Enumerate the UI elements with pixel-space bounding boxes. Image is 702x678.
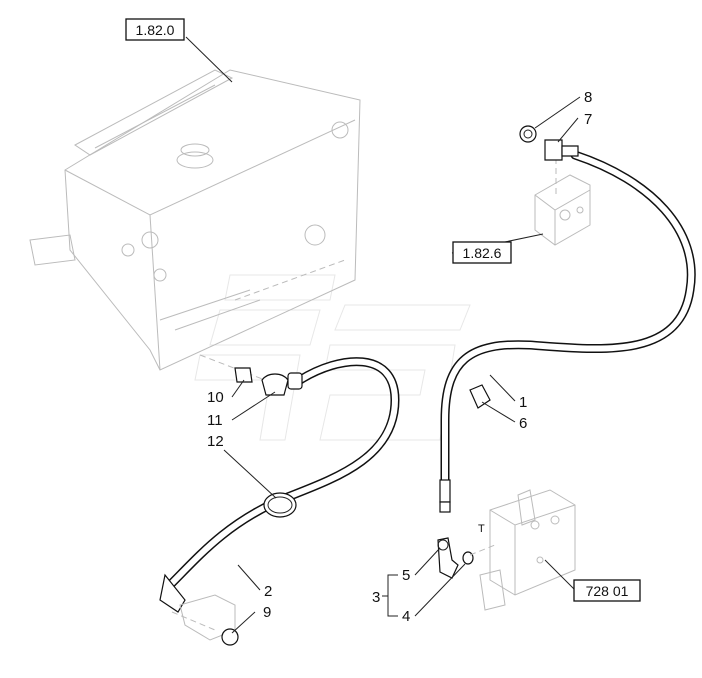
callout-2: 2 xyxy=(264,583,272,600)
leader-lines xyxy=(185,36,581,634)
reference-label: 1.82.6 xyxy=(463,245,502,261)
clamp-6 xyxy=(469,384,491,409)
fitting-5-elbow xyxy=(437,537,459,579)
callout-labels: 1 2 3 4 5 6 7 8 9 10 11 12 T xyxy=(207,89,592,625)
hydraulic-tank xyxy=(29,69,361,381)
callout-12: 12 xyxy=(207,433,224,450)
callout-4: 4 xyxy=(402,608,410,625)
fitting-8-cap xyxy=(519,125,537,143)
port-marker-t: T xyxy=(478,523,485,535)
callout-1: 1 xyxy=(519,394,527,411)
callout-7: 7 xyxy=(584,111,592,128)
hose-1 xyxy=(439,150,696,513)
fitting-11-elbow xyxy=(261,372,303,396)
callout-3: 3 xyxy=(372,589,380,606)
callout-10: 10 xyxy=(207,389,224,406)
callout-8: 8 xyxy=(584,89,592,106)
reference-label: 1.82.0 xyxy=(136,22,175,38)
reference-box-1-82-6: 1.82.6 xyxy=(452,241,512,264)
valve-block-top xyxy=(534,158,591,246)
callout-6: 6 xyxy=(519,415,527,432)
reference-box-728-01: 728 01 xyxy=(573,579,641,602)
reference-box-1-82-0: 1.82.0 xyxy=(125,18,185,41)
fitting-10-adapter xyxy=(234,367,253,383)
o-ring-4 xyxy=(462,551,474,565)
reference-label: 728 01 xyxy=(586,583,629,599)
callout-5: 5 xyxy=(402,567,410,584)
cap-9 xyxy=(221,628,239,646)
fitting-7-tee xyxy=(544,139,579,161)
hose-2 xyxy=(159,357,400,641)
callout-9: 9 xyxy=(263,604,271,621)
callout-11: 11 xyxy=(207,412,223,429)
control-valve xyxy=(469,489,576,611)
